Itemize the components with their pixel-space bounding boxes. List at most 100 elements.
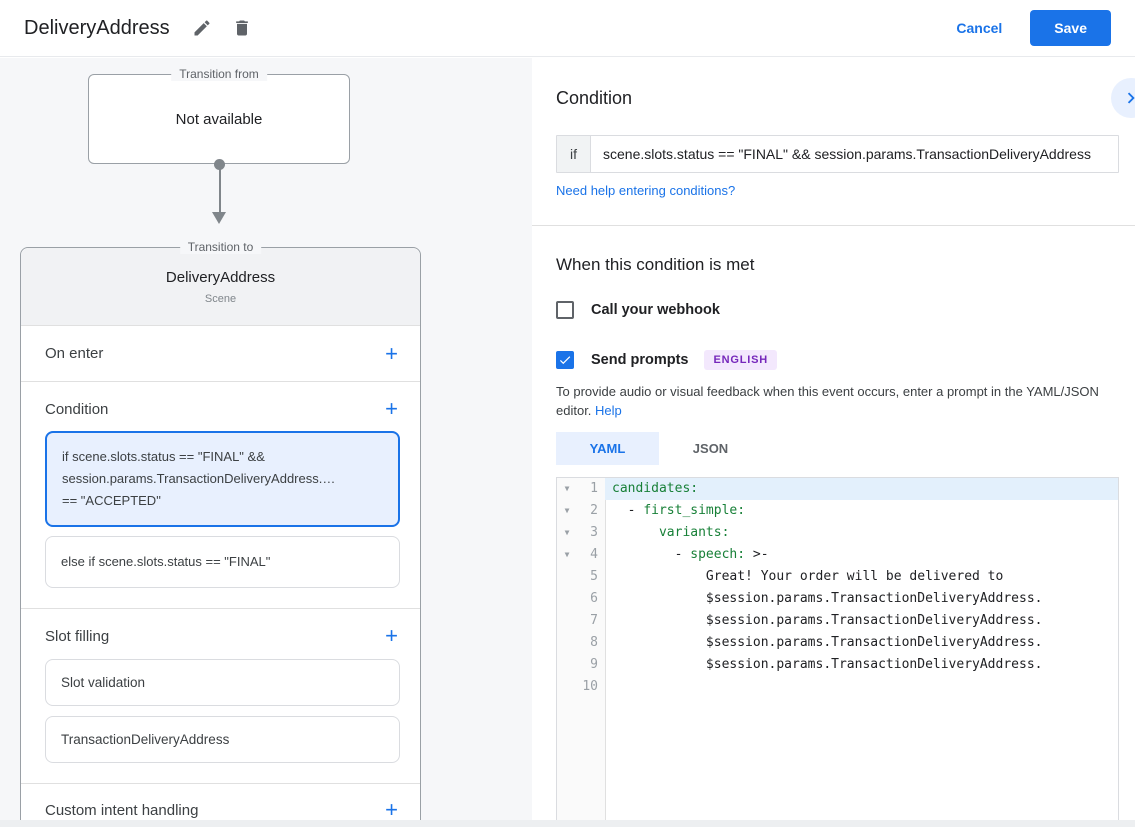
fold-spacer: [557, 610, 577, 632]
chevron-right-icon: [1127, 92, 1135, 104]
transition-to-card: Transition to DeliveryAddress Scene On e…: [20, 240, 421, 821]
code-text[interactable]: variants:: [658, 525, 730, 540]
fold-spacer: [557, 676, 577, 698]
condition-help-link[interactable]: Need help entering conditions?: [556, 183, 736, 198]
slot-card[interactable]: TransactionDeliveryAddress: [45, 716, 400, 763]
page-title: DeliveryAddress: [24, 16, 170, 39]
editor-line[interactable]: 8 $session.params.TransactionDeliveryAdd…: [557, 632, 1118, 654]
add-slot-button[interactable]: +: [381, 625, 402, 647]
line-number: 10: [582, 679, 598, 694]
send-prompts-checkbox[interactable]: [556, 351, 574, 369]
edit-title-button[interactable]: [182, 8, 222, 48]
fold-toggle-icon[interactable]: ▼: [564, 484, 570, 493]
panel-divider: [532, 225, 1135, 226]
help-link[interactable]: Help: [595, 403, 622, 418]
collapse-panel-button[interactable]: [1111, 78, 1135, 118]
line-number: 7: [590, 613, 598, 628]
condition-expression-input[interactable]: [591, 136, 1118, 172]
tab-yaml[interactable]: YAML: [556, 432, 659, 465]
code-text[interactable]: - speech: >-: [612, 547, 769, 562]
delete-scene-button[interactable]: [222, 8, 262, 48]
condition-expression-row: if: [556, 135, 1119, 173]
arrow-down-icon: [212, 212, 226, 224]
editor-line[interactable]: ▼ 3 variants:: [557, 522, 1118, 544]
line-number: 9: [590, 657, 598, 672]
line-number: 4: [590, 547, 598, 562]
line-number: 2: [590, 503, 598, 518]
language-badge: ENGLISH: [704, 350, 777, 370]
scene-name: DeliveryAddress: [165, 269, 276, 286]
editor-line[interactable]: 9 $session.params.TransactionDeliveryAdd…: [557, 654, 1118, 676]
editor-line[interactable]: 6 $session.params.TransactionDeliveryAdd…: [557, 588, 1118, 610]
editor-line[interactable]: 7 $session.params.TransactionDeliveryAdd…: [557, 610, 1118, 632]
yaml-editor[interactable]: ▼ 1 candidates: ▼ 2 - first_simple: ▼ 3 varian…: [556, 477, 1119, 820]
editor-line[interactable]: ▼ 4 - speech: >-: [557, 544, 1118, 566]
editor-line[interactable]: 10: [557, 676, 1118, 698]
slot-card[interactable]: Slot validation: [45, 659, 400, 706]
pencil-icon: [194, 20, 210, 36]
fold-spacer: [557, 654, 577, 676]
transition-from-value: Not available: [175, 110, 263, 128]
line-number: 1: [590, 481, 598, 496]
horizontal-scrollbar[interactable]: [0, 820, 1135, 827]
save-button[interactable]: Save: [1030, 10, 1111, 46]
code-text[interactable]: - first_simple:: [612, 503, 746, 518]
fold-toggle-icon[interactable]: ▼: [564, 550, 570, 559]
condition-section-label: Condition: [45, 400, 109, 418]
webhook-label: Call your webhook: [591, 302, 720, 318]
code-text[interactable]: $session.params.TransactionDeliveryAddre…: [612, 613, 1043, 628]
fold-spacer: [557, 588, 577, 610]
condition-card[interactable]: if scene.slots.status == "FINAL" &&sessi…: [45, 431, 400, 527]
code-text[interactable]: $session.params.TransactionDeliveryAddre…: [612, 591, 1043, 606]
code-text[interactable]: $session.params.TransactionDeliveryAddre…: [612, 657, 1043, 672]
send-prompts-label: Send prompts: [591, 352, 689, 368]
editor-line[interactable]: ▼ 2 - first_simple:: [557, 500, 1118, 522]
add-condition-button[interactable]: +: [381, 398, 402, 420]
if-prefix: if: [557, 136, 591, 172]
condition-section: Condition + if scene.slots.status == "FI…: [21, 382, 420, 609]
on-enter-section[interactable]: On enter +: [21, 326, 420, 382]
fold-toggle-icon[interactable]: ▼: [564, 506, 570, 515]
webhook-checkbox[interactable]: [556, 301, 574, 319]
check-icon: [559, 356, 571, 365]
fold-toggle-icon[interactable]: ▼: [564, 528, 570, 537]
code-text[interactable]: $session.params.TransactionDeliveryAddre…: [612, 635, 1043, 650]
add-custom-intent-button[interactable]: +: [381, 799, 402, 821]
condition-panel-title: Condition: [556, 88, 633, 108]
editor-line[interactable]: 5 Great! Your order will be delivered to: [557, 566, 1118, 588]
line-number: 3: [590, 525, 598, 540]
send-prompts-row: Send prompts ENGLISH: [556, 350, 777, 370]
condition-detail-panel: Condition if Need help entering conditio…: [532, 58, 1135, 820]
condition-card[interactable]: else if scene.slots.status == "FINAL": [45, 536, 400, 588]
line-number: 5: [590, 569, 598, 584]
scene-type: Scene: [204, 293, 237, 305]
cancel-button[interactable]: Cancel: [940, 12, 1018, 44]
slot-filling-label: Slot filling: [45, 627, 110, 645]
tab-json[interactable]: JSON: [692, 441, 729, 456]
scene-flow-panel: Transition from Not available Transition…: [0, 58, 532, 820]
webhook-row: Call your webhook: [556, 301, 720, 319]
line-number: 6: [590, 591, 598, 606]
transition-from-label: Transition from: [171, 67, 267, 81]
custom-intent-label: Custom intent handling: [45, 801, 199, 819]
connector-line: [218, 164, 221, 213]
on-enter-label: On enter: [45, 345, 104, 362]
custom-intent-section[interactable]: Custom intent handling +: [21, 784, 420, 821]
editor-tabs: YAML JSON: [556, 432, 762, 465]
fold-spacer: [557, 632, 577, 654]
editor-line[interactable]: ▼ 1 candidates:: [557, 478, 1118, 500]
scene-header: DeliveryAddress Scene: [21, 248, 420, 326]
code-text[interactable]: candidates:: [605, 478, 1118, 500]
prompt-description-text: To provide audio or visual feedback when…: [556, 384, 1099, 418]
add-on-enter-button[interactable]: +: [381, 342, 402, 364]
trash-icon: [235, 20, 248, 36]
top-bar: DeliveryAddress Cancel Save: [0, 0, 1135, 57]
code-text[interactable]: Great! Your order will be delivered to: [612, 569, 1004, 584]
line-number: 8: [590, 635, 598, 650]
transition-from-box: Transition from Not available: [88, 67, 350, 164]
transition-to-label: Transition to: [179, 240, 262, 254]
code-text[interactable]: [605, 676, 1118, 698]
prompt-description: To provide audio or visual feedback when…: [556, 382, 1119, 420]
fold-spacer: [557, 566, 577, 588]
